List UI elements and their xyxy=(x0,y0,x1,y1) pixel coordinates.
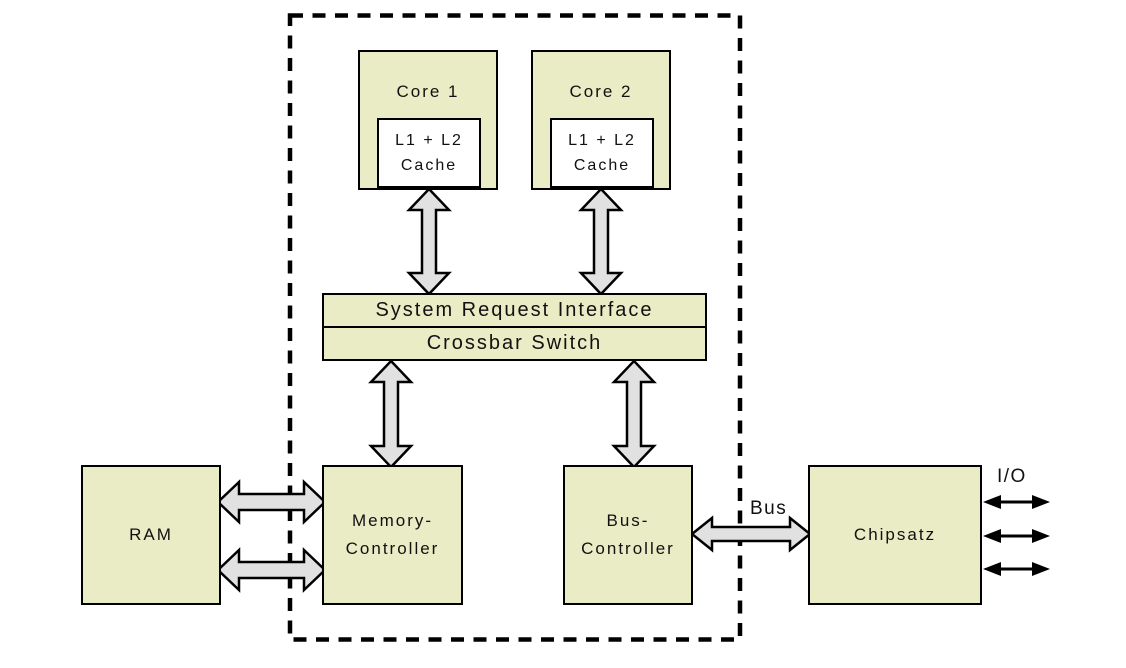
crossbar-switch-bar: Crossbar Switch xyxy=(324,326,705,359)
memory-controller-line2: Controller xyxy=(345,539,440,558)
io-arrow-1 xyxy=(983,495,1050,509)
chipset-label: Chipsatz xyxy=(853,525,937,544)
core2-cache-line2: Cache xyxy=(573,157,631,174)
arrow-bus-controller-chipset xyxy=(689,515,813,553)
core1-cache-line1: L1 + L2 xyxy=(395,132,463,149)
arrow-ram-memory-controller-1 xyxy=(216,479,327,525)
crossbar-switch-label: Crossbar Switch xyxy=(426,332,603,354)
io-arrow-2 xyxy=(983,529,1050,543)
ram-label: RAM xyxy=(129,525,173,544)
io-arrow-3 xyxy=(983,562,1050,576)
core1-cache-box: L1 + L2 Cache xyxy=(377,118,481,188)
core2-cache-box: L1 + L2 Cache xyxy=(550,118,654,188)
core1-cache-line2: Cache xyxy=(400,157,458,174)
system-request-interface-label: System Request Interface xyxy=(375,299,654,321)
chipset-box: Chipsatz xyxy=(808,465,982,605)
arrow-crossbar-bus-controller xyxy=(611,359,657,469)
memory-controller-line1: Memory- xyxy=(351,511,434,530)
bus-controller-box: Bus- Controller xyxy=(563,465,693,605)
cpu-die-dashed-border xyxy=(287,13,743,642)
bus-controller-line2: Controller xyxy=(581,539,675,558)
system-request-interface-bar: System Request Interface xyxy=(324,295,705,326)
bus-label: Bus xyxy=(750,498,788,519)
core2-cache-line1: L1 + L2 xyxy=(568,132,636,149)
arrow-ram-memory-controller-2 xyxy=(216,547,327,593)
arrow-cache1-sri xyxy=(406,187,452,296)
bus-controller-line1: Bus- xyxy=(606,511,650,530)
sri-crossbar-stack: System Request Interface Crossbar Switch xyxy=(322,293,707,361)
core1-box: Core 1 L1 + L2 Cache xyxy=(358,50,498,190)
core2-label: Core 2 xyxy=(569,82,633,101)
core2-box: Core 2 L1 + L2 Cache xyxy=(531,50,671,190)
arrow-crossbar-memory-controller xyxy=(368,359,414,469)
core1-label: Core 1 xyxy=(396,82,460,101)
arrow-cache2-sri xyxy=(578,187,624,296)
memory-controller-box: Memory- Controller xyxy=(322,465,463,605)
io-label: I/O xyxy=(997,466,1027,487)
ram-box: RAM xyxy=(81,465,221,605)
